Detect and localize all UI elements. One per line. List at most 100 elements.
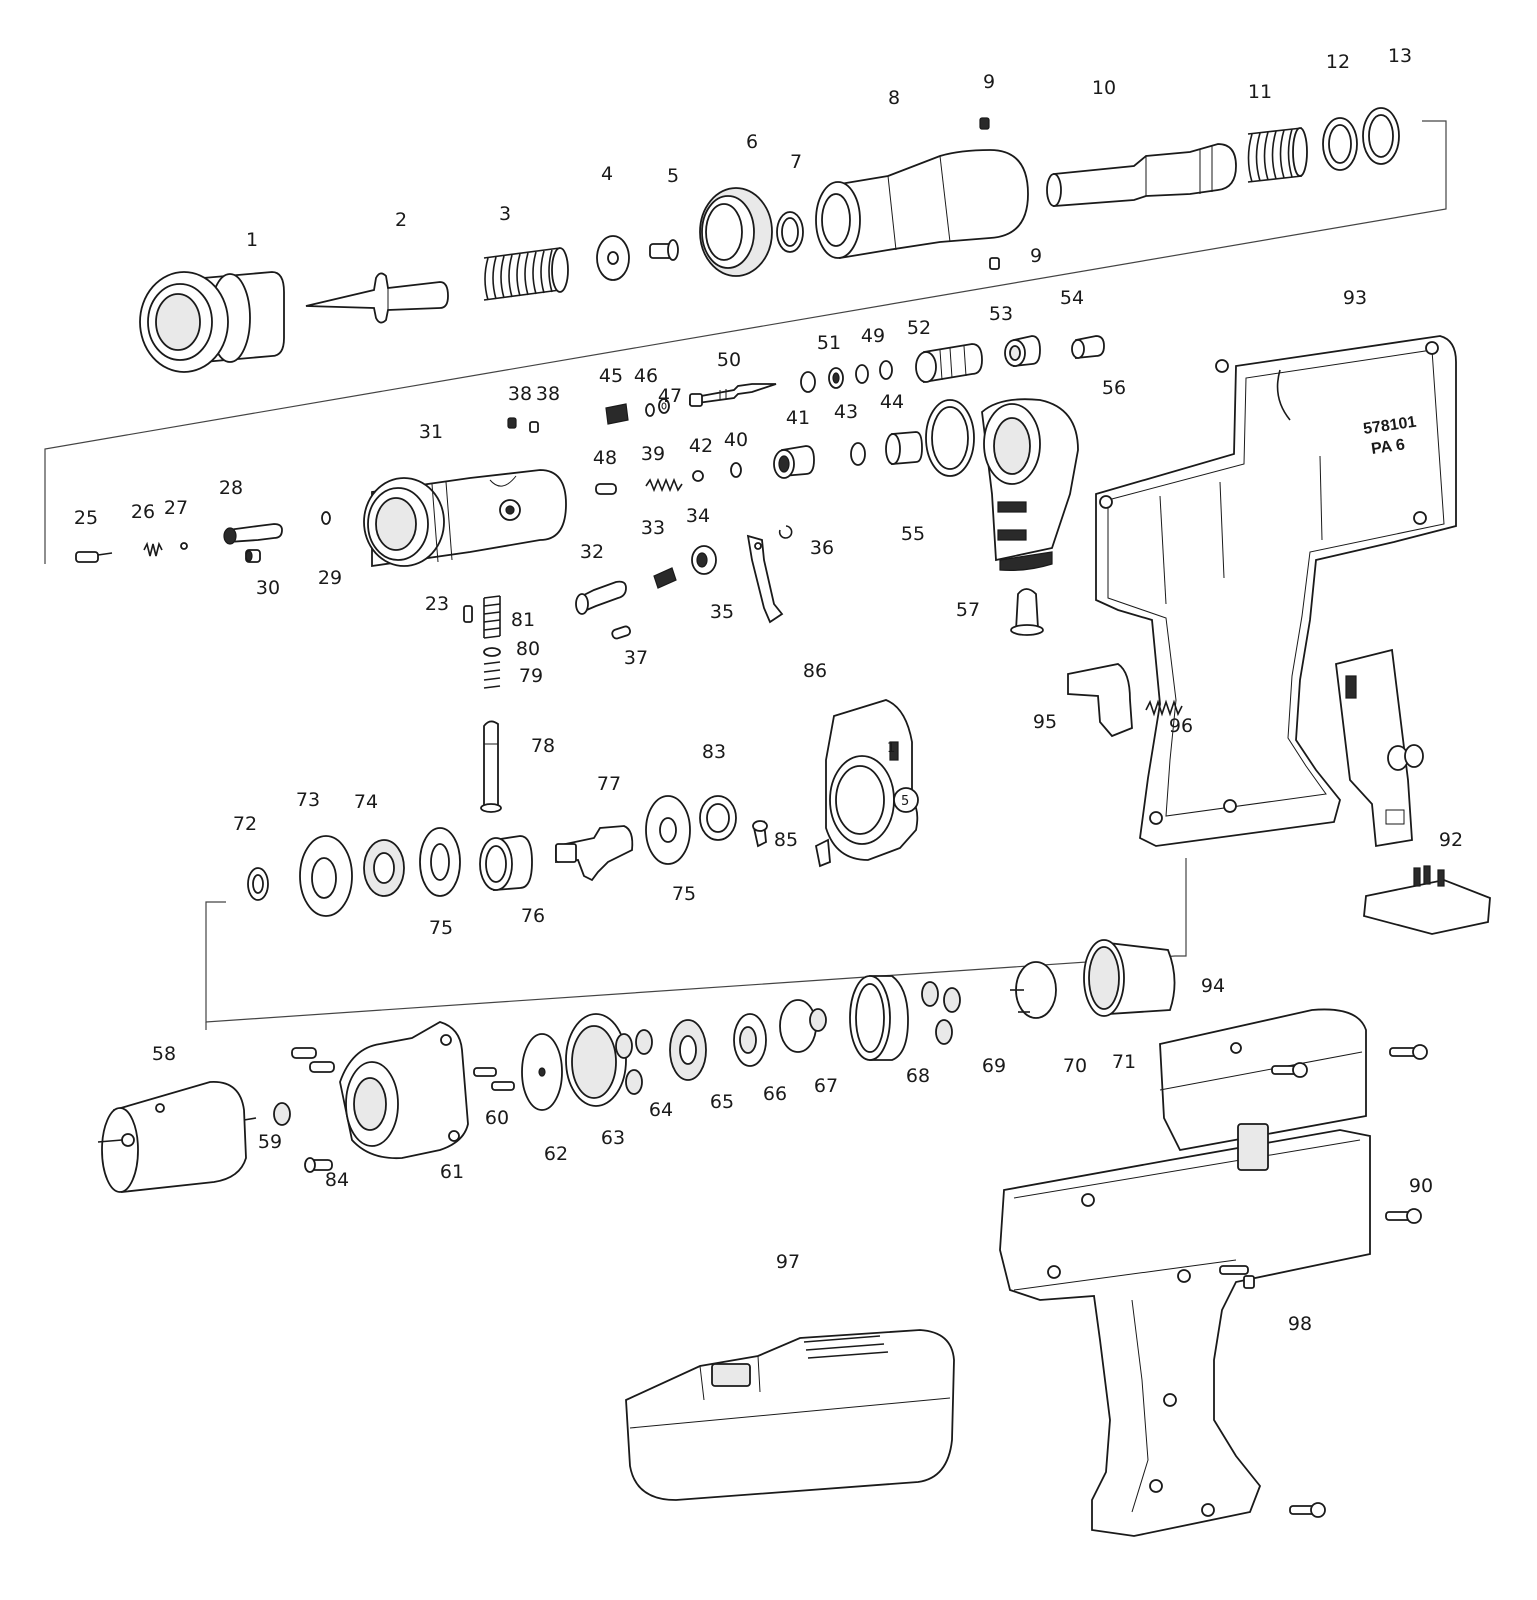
part-label-p60: 60 [485,1107,509,1129]
part-label-p69: 69 [982,1055,1006,1077]
part-label-p74: 74 [354,791,378,813]
part-74-bearing [363,839,405,897]
part-26-small-spring [143,541,163,557]
part-60-screws [291,1047,515,1091]
part-1-nose-housing [139,271,285,373]
part-label-p27: 27 [164,497,188,519]
part-label-p29: 29 [318,567,342,589]
part-label-p7: 7 [790,151,802,173]
part-label-p35: 35 [710,601,734,623]
part-label-p73: 73 [296,789,320,811]
part-35-lever [746,534,784,624]
part-label-p12: 12 [1326,51,1350,73]
part-6-knurled-ring [699,187,773,277]
part-label-p86: 86 [803,660,827,682]
part-83-bearing [699,795,737,841]
part-label-p66: 66 [763,1083,787,1105]
part-11-spring [1247,127,1308,183]
part-48-pin [595,483,617,495]
part-label-p63: 63 [601,1127,625,1149]
part-label-p46: 46 [634,365,658,387]
part-30-bushing [245,549,261,563]
part-70-carrier [1010,961,1057,1019]
part-36-clip [778,525,793,539]
part-5-pin [649,239,679,261]
part-label-p67: 67 [814,1075,838,1097]
part-label-p51: 51 [817,332,841,354]
part-43-ring [850,442,866,466]
part-label-p75b: 75 [429,917,453,939]
part-52-valve-body [915,343,983,384]
part-72-ring [247,867,269,901]
part-85-screw-b [814,838,831,868]
part-44-sleeve [885,431,923,465]
part-label-p40: 40 [724,429,748,451]
part-92-connector [1363,865,1491,935]
part-62-washer [521,1033,563,1111]
part-label-p9a: 9 [983,71,995,93]
bracket-sticker-a: 1 [887,741,895,756]
part-96-spring [1145,699,1183,717]
part-label-p43: 43 [834,401,858,423]
part-label-p85: 85 [774,829,798,851]
part-label-p49: 49 [861,325,885,347]
part-label-p39: 39 [641,443,665,465]
part-label-p56: 56 [1102,377,1126,399]
part-label-p42: 42 [689,435,713,457]
part-label-p58: 58 [152,1043,176,1065]
part-label-p38a: 38 [508,383,532,405]
part-label-p84: 84 [325,1169,349,1191]
part-63-ring-gear [565,1013,627,1107]
part-56-head [981,398,1079,571]
part-57-cap [1010,588,1044,636]
part-9-set-screw-bottom [989,257,1000,270]
bracket-sticker-b: 5 [901,794,909,809]
part-98-outer-housing [999,1123,1371,1537]
part-68-ring [849,975,909,1061]
part-label-p65: 65 [710,1091,734,1113]
part-label-p47: 47 [658,385,682,407]
part-71-ring-gear [1083,939,1176,1017]
part-86-bracket [825,699,919,861]
part-label-p1: 1 [246,229,258,251]
part-label-p53: 53 [989,303,1013,325]
part-label-p2: 2 [395,209,407,231]
part-label-p95: 95 [1033,711,1057,733]
part-label-p98: 98 [1288,1313,1312,1335]
part-label-p33: 33 [641,517,665,539]
part-label-p31: 31 [419,421,443,443]
part-38-set-screw-a [507,417,517,429]
part-label-p48: 48 [593,447,617,469]
part-95-trigger [1067,663,1133,738]
part-28-valve-pin [223,523,283,545]
part-73-ring [299,835,353,917]
part-label-p64: 64 [649,1099,673,1121]
part-label-p5: 5 [667,165,679,187]
part-75-washer-left [419,827,461,897]
part-53-bushing [1004,335,1041,368]
part-77-shaft [555,825,634,882]
part-label-p4: 4 [601,163,613,185]
part-label-p54: 54 [1060,287,1084,309]
part-label-p72: 72 [233,813,257,835]
part-42-ball [692,470,704,482]
part-label-p76: 76 [521,905,545,927]
part-label-p78: 78 [531,735,555,757]
part-label-p45: 45 [599,365,623,387]
part-38-set-screw-b [529,421,539,433]
part-label-p83: 83 [702,741,726,763]
part-label-p34: 34 [686,505,710,527]
part-label-p26: 26 [131,501,155,523]
part-29-ring [321,511,331,525]
part-13-ring [1362,107,1400,165]
part-label-p90: 90 [1409,1175,1433,1197]
housing-stamp-line2: PA 6 [1370,436,1406,458]
part-label-p92: 92 [1439,829,1463,851]
part-label-p68: 68 [906,1065,930,1087]
part-47-ring [658,398,670,414]
part-label-p80: 80 [516,638,540,660]
part-label-p71: 71 [1112,1051,1136,1073]
part-label-p77: 77 [597,773,621,795]
